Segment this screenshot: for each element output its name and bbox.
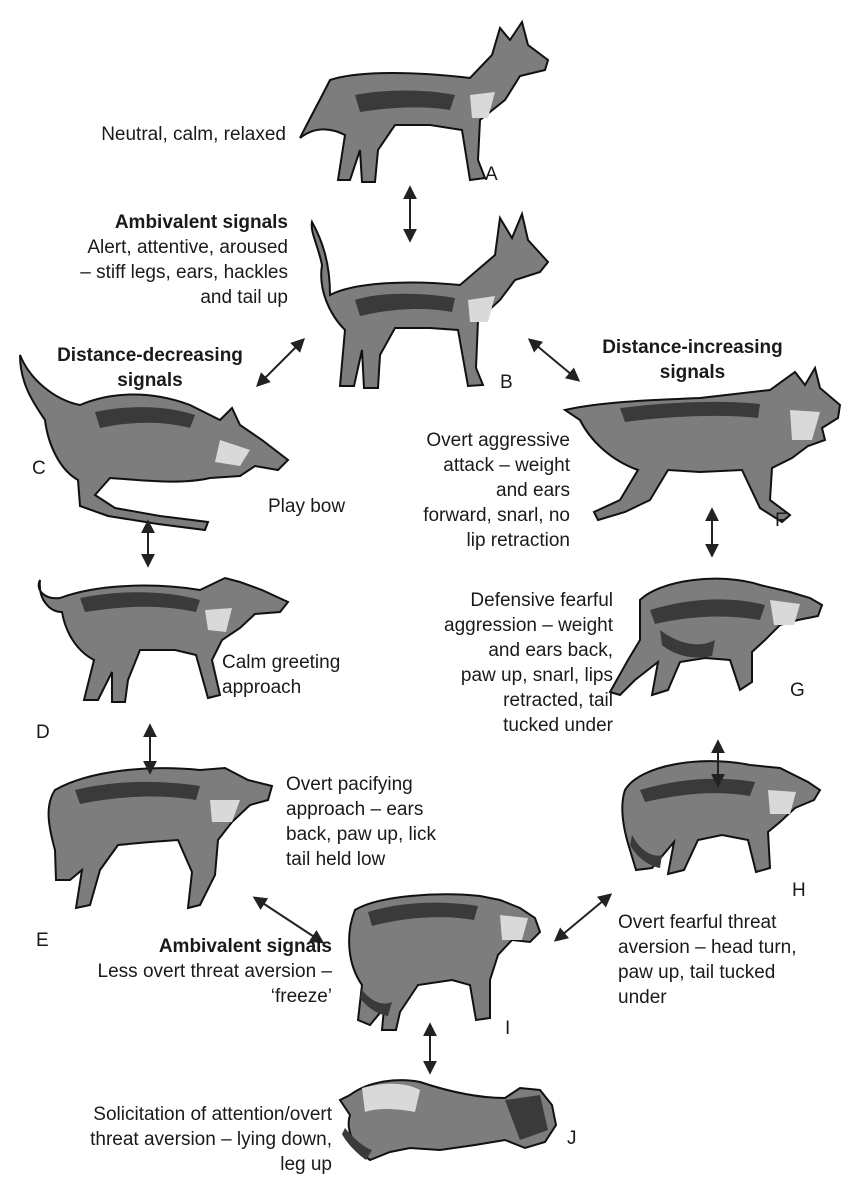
caption-a: Neutral, calm, relaxed	[20, 122, 286, 147]
caption-d: Calm greeting approach	[222, 650, 402, 700]
group-decreasing: Distance-decreasing signals	[10, 343, 290, 393]
caption-f: Overt aggressive attack – weight and ear…	[375, 428, 570, 553]
dog-j-illustration	[340, 1080, 556, 1160]
group-increasing: Distance-increasing signals	[555, 335, 830, 385]
arrow-h-i	[556, 895, 610, 940]
caption-b: Alert, attentive, aroused – stiff legs, …	[20, 235, 288, 310]
caption-e: Overt pacifying approach – ears back, pa…	[286, 772, 486, 872]
caption-i: Less overt threat aversion – ‘freeze’	[20, 959, 332, 1009]
letter-d: D	[36, 722, 50, 744]
dog-h-illustration	[622, 761, 820, 874]
dog-g-illustration	[610, 579, 822, 695]
letter-h: H	[792, 880, 806, 902]
letter-a: A	[485, 164, 498, 186]
title-b: Ambivalent signals	[40, 210, 288, 235]
dog-f-illustration	[565, 368, 840, 522]
caption-g: Defensive fearful aggression – weight an…	[395, 588, 613, 738]
dog-a-illustration	[300, 22, 548, 182]
dog-i-illustration	[349, 894, 540, 1030]
caption-h: Overt fearful threat aversion – head tur…	[618, 910, 843, 1010]
letter-f: F	[775, 510, 787, 532]
letter-g: G	[790, 680, 805, 702]
letter-b: B	[500, 372, 513, 394]
letter-i: I	[505, 1018, 510, 1040]
dog-b-illustration	[312, 214, 548, 388]
letter-j: J	[567, 1128, 577, 1150]
caption-c: Play bow	[268, 494, 388, 519]
letter-c: C	[32, 458, 46, 480]
title-i: Ambivalent signals	[40, 934, 332, 959]
caption-j: Solicitation of attention/overt threat a…	[10, 1102, 332, 1177]
dog-e-illustration	[49, 768, 272, 908]
